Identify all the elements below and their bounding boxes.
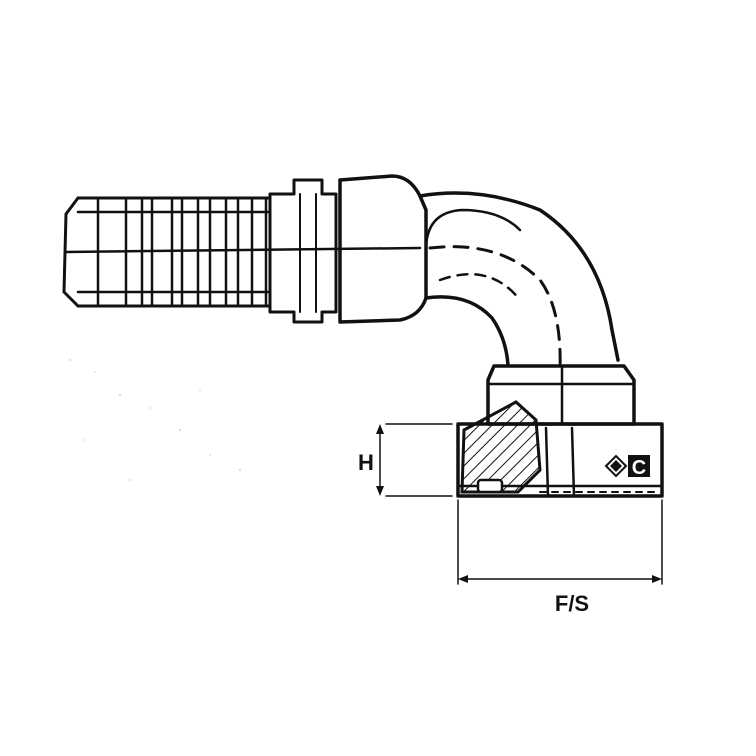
background-speckle <box>68 358 242 482</box>
ferrule <box>338 174 428 324</box>
swivel-nut <box>456 364 664 498</box>
dimension-h: H <box>358 423 453 497</box>
flat-label: F/S <box>555 591 589 616</box>
nut-section-hatch <box>460 400 542 494</box>
logo-letter: C <box>632 457 646 479</box>
c-diamond-logo: C <box>604 454 650 479</box>
dimension-fs: F/S <box>457 499 663 616</box>
height-label: H <box>358 450 374 475</box>
hose-tail <box>62 178 422 324</box>
seal-seat <box>476 478 504 494</box>
elbow-bend <box>418 191 620 372</box>
